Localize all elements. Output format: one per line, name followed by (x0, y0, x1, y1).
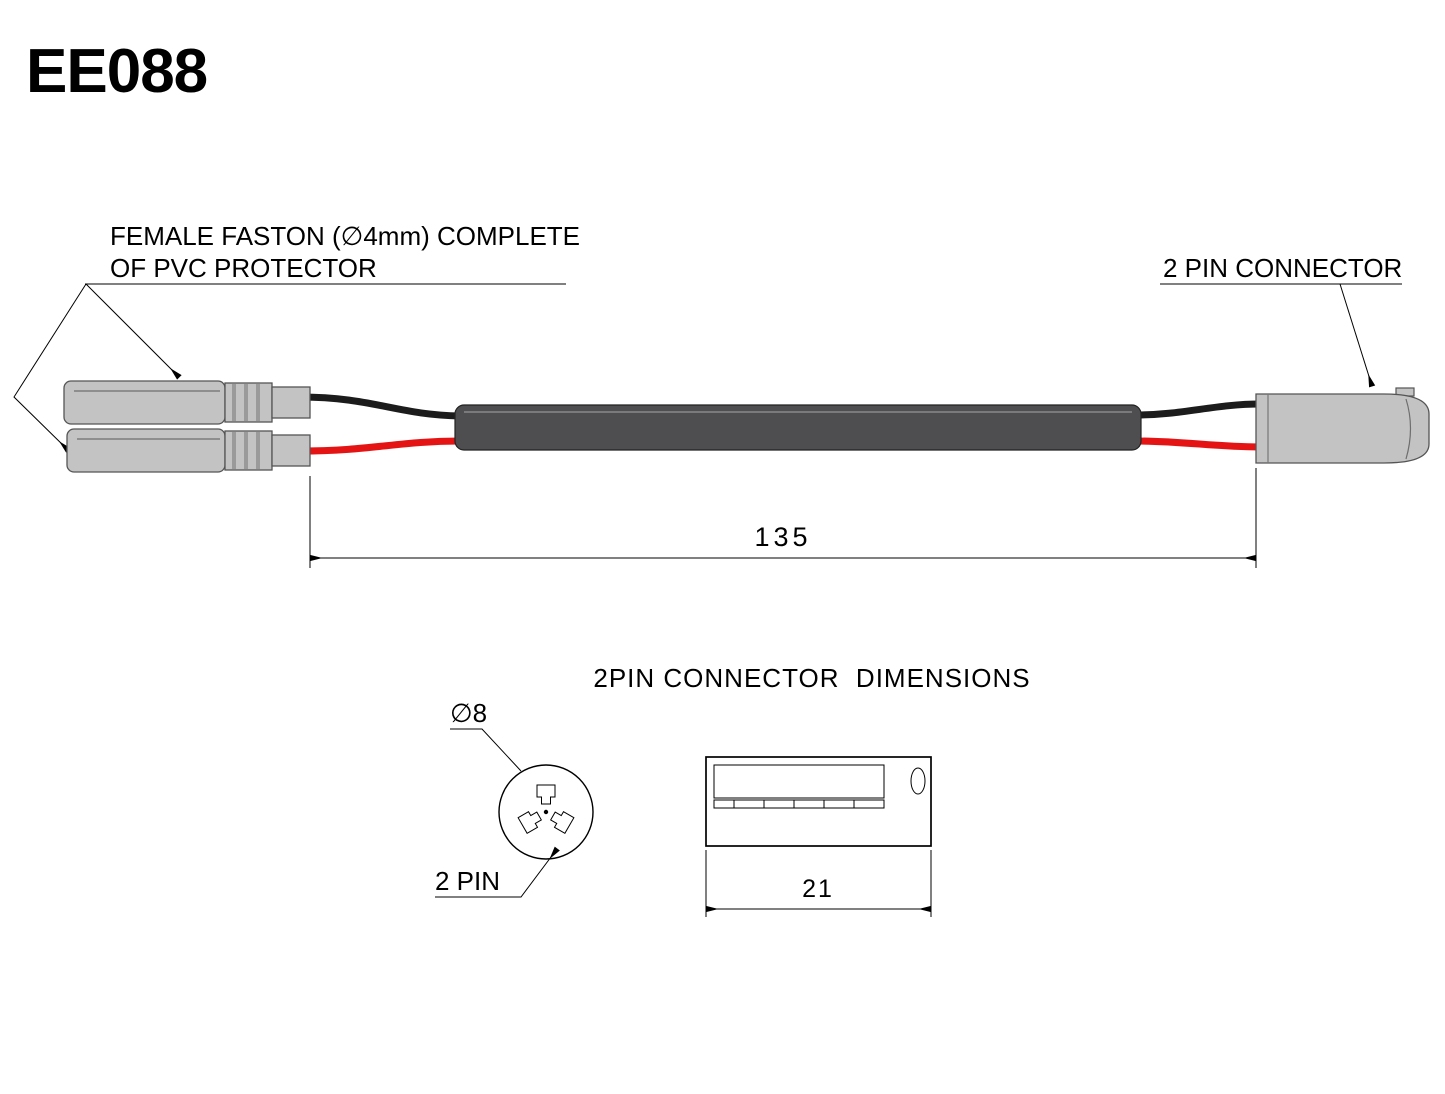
pin-slot-right (549, 811, 575, 834)
faston-label-line1: FEMALE FASTON (∅4mm) COMPLETE (110, 221, 580, 251)
side-view-serration-band (713, 799, 885, 809)
faston-leader-top (85, 283, 182, 380)
diameter-leader (450, 728, 522, 772)
faston-bottom-barrel (66, 428, 226, 473)
two-pin-connector-body (1255, 393, 1430, 464)
diameter-label: ∅8 (450, 698, 487, 728)
section-heading: 2PIN CONNECTOR DIMENSIONS (593, 663, 1030, 693)
two-pin-label: 2 PIN (435, 866, 500, 896)
pin-connector-label: 2 PIN CONNECTOR (1163, 253, 1402, 283)
cable-length-value: 135 (754, 522, 811, 552)
faston-bottom-collar (271, 434, 311, 467)
two-pin-connector-curve (1405, 398, 1412, 460)
faston-top-collar (271, 386, 311, 419)
connector-length-value: 21 (802, 875, 834, 903)
side-view-latch (713, 764, 885, 799)
side-view-outline (705, 756, 932, 847)
connector-end-view: ∅8 2 PIN (435, 698, 594, 898)
pin-slot-top (536, 784, 556, 805)
drawing-code-title: EE088 (26, 37, 207, 106)
cable-assembly (63, 380, 1430, 473)
black-wire-left (299, 393, 461, 420)
center-mark (543, 809, 549, 815)
two-pin-connector (1255, 387, 1430, 464)
black-wire-right (1135, 400, 1261, 419)
sleeve-body (454, 404, 1142, 451)
faston-connector-top (63, 380, 311, 425)
red-wire-right (1135, 437, 1261, 451)
faston-leader-bottom (13, 283, 87, 453)
connector-side-view: 21 (705, 756, 932, 917)
faston-label-line2: OF PVC PROTECTOR (110, 253, 377, 283)
two-pin-leader (435, 846, 560, 898)
side-view-hole (910, 767, 926, 795)
faston-connector-bottom (66, 428, 311, 473)
faston-label-group: FEMALE FASTON (∅4mm) COMPLETE OF PVC PRO… (13, 221, 580, 453)
cable-sleeve (454, 404, 1142, 451)
cable-length-dimension: 135 (309, 468, 1257, 568)
red-wire-left (299, 437, 461, 455)
pin-socket-shape (517, 784, 575, 834)
pin-connector-label-group: 2 PIN CONNECTOR (1160, 253, 1402, 388)
faston-top-barrel (63, 380, 226, 425)
pin-slot-left (517, 811, 543, 834)
pin-connector-leader (1339, 283, 1376, 388)
